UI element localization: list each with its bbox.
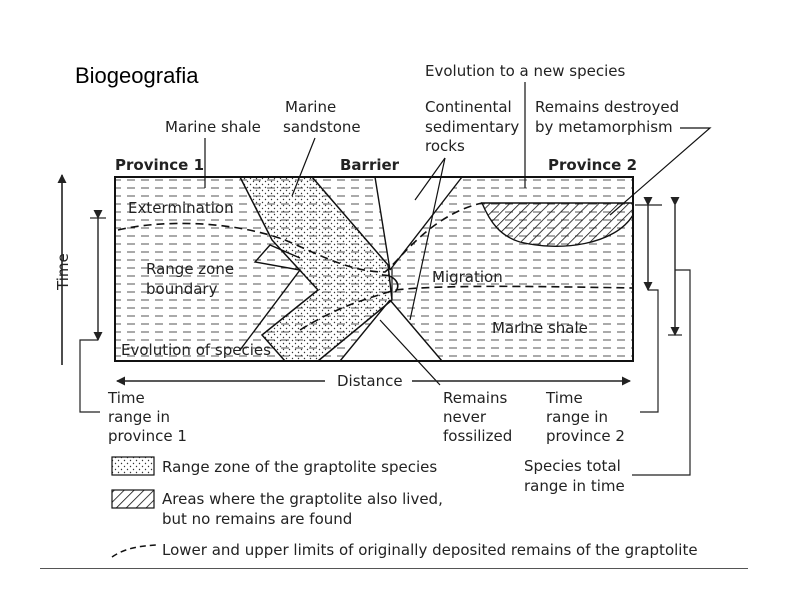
slide-title: Biogeografia <box>75 63 199 88</box>
range-zone-boundary-solid <box>239 244 302 351</box>
range-leader-province2 <box>640 289 659 413</box>
hatched-area <box>480 202 634 247</box>
pointer-sandstone <box>291 137 316 197</box>
label-time-p2: Time <box>545 389 583 407</box>
legend-dashed-swatch <box>111 544 157 558</box>
range-leader-province1 <box>79 339 100 413</box>
legend-areas-line1: Areas where the graptolite also lived, <box>162 490 443 508</box>
label-evolution-of-species: Evolution of species <box>121 341 271 359</box>
label-marine-shale-lower: Marine shale <box>492 319 588 337</box>
label-fossilized: fossilized <box>443 427 512 445</box>
label-rocks: rocks <box>425 137 465 155</box>
range-zone-boundary-upper <box>117 202 483 273</box>
sandstone-left-edge <box>239 176 320 362</box>
label-sedimentary: sedimentary <box>425 118 519 136</box>
label-migration: Migration <box>432 268 503 286</box>
label-by-metamorphism: by metamorphism <box>535 118 673 136</box>
pointer-continental-top <box>414 157 446 201</box>
label-range-in-p1: range in <box>108 408 170 426</box>
label-boundary: boundary <box>146 280 218 298</box>
range-zone-boundary-right <box>381 274 399 293</box>
label-extermination: Extermination <box>128 199 234 217</box>
label-marine-shale-top: Marine shale <box>165 118 261 136</box>
legend-range-zone: Range zone of the graptolite species <box>162 458 437 476</box>
range-zone-boundary-lower <box>299 285 634 331</box>
label-distance-axis: Distance <box>337 372 403 390</box>
label-range-in-p2: range in <box>546 408 608 426</box>
label-species-total: Species total <box>524 457 621 475</box>
label-continental: Continental <box>425 98 512 116</box>
label-province-2: province 2 <box>546 427 625 445</box>
continental-rocks-bottom <box>340 300 442 361</box>
legend-hatch-swatch <box>111 489 155 509</box>
continental-rocks-top <box>375 177 462 270</box>
range-leader-total <box>632 269 691 476</box>
label-sandstone: sandstone <box>283 118 361 136</box>
label-marine: Marine <box>285 98 336 116</box>
label-range-zone: Range zone <box>146 260 234 278</box>
label-barrier: Barrier <box>340 156 400 174</box>
label-never: never <box>443 408 487 426</box>
legend-areas-line2: but no remains are found <box>162 510 352 528</box>
pointer-continental-bottom <box>409 157 446 321</box>
block-outline <box>114 176 634 362</box>
label-evolution-new-species: Evolution to a new species <box>425 62 625 80</box>
label-province1: Province 1 <box>115 156 204 174</box>
barrier-left-lines <box>339 176 391 362</box>
label-remains: Remains <box>443 389 507 407</box>
pointer-remains-never <box>379 319 441 386</box>
label-time-axis: Time <box>54 253 72 291</box>
bottom-divider <box>40 568 748 569</box>
marine-sandstone-band <box>240 177 392 361</box>
pointer-metamorphism <box>609 127 712 216</box>
label-time-p1: Time <box>107 389 145 407</box>
legend-dots-swatch <box>111 456 155 476</box>
label-province2: Province 2 <box>548 156 637 174</box>
label-range-in-time: range in time <box>524 477 625 495</box>
legend-limits: Lower and upper limits of originally dep… <box>162 541 698 559</box>
label-province-1: province 1 <box>108 427 187 445</box>
sandstone-right-edge <box>311 176 393 362</box>
label-remains-destroyed: Remains destroyed <box>535 98 679 116</box>
